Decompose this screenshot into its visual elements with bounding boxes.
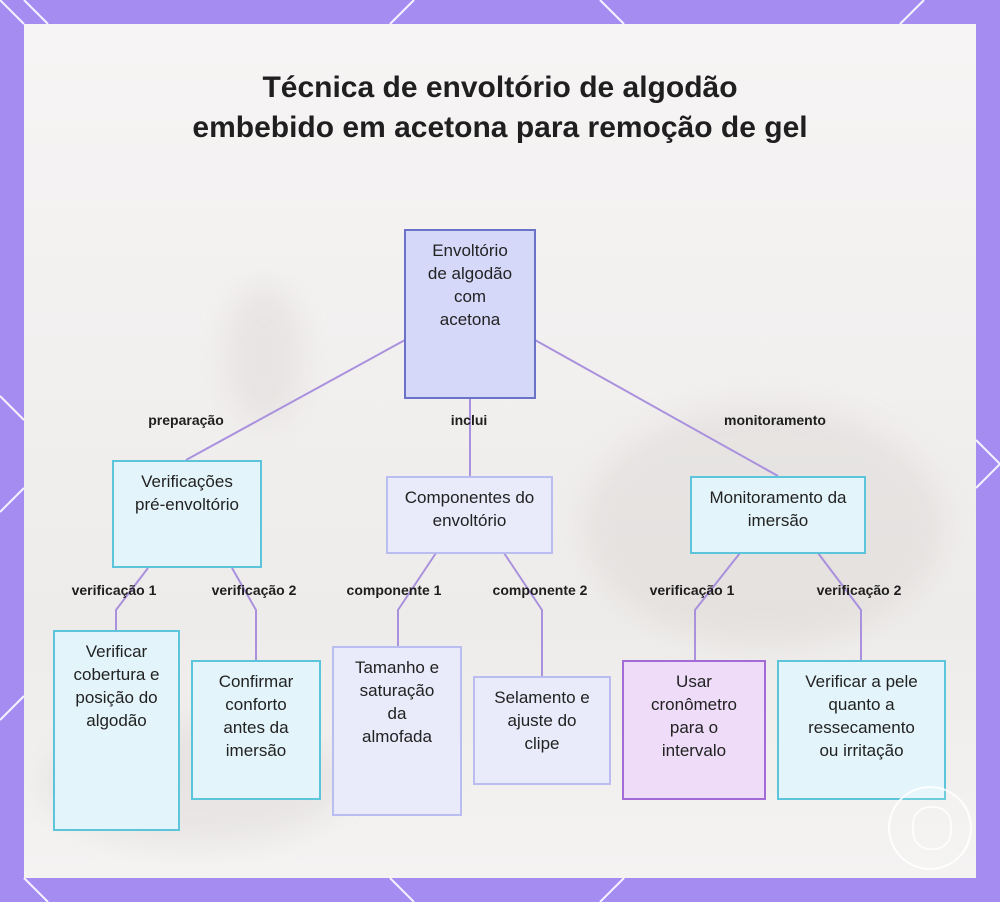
edge-comp-1 — [397, 552, 437, 646]
node-monitoring-label: Monitoramento da imersão — [709, 488, 847, 530]
watermark-badge — [888, 786, 972, 870]
edge-label-comp-1: componente 1 — [346, 582, 442, 598]
edge-comp-2 — [503, 552, 543, 676]
edge-root-pre — [185, 339, 406, 461]
edge-label-preparacao: preparação — [148, 412, 224, 428]
node-check-comfort[interactable]: Confirmar conforto antes da imersão — [191, 660, 321, 800]
edge-pre-v2 — [231, 567, 257, 660]
edge-label-mon-v1: verificação 1 — [649, 582, 735, 598]
node-seal-clip-label: Selamento e ajuste do clipe — [494, 688, 590, 753]
edge-label-pre-v1: verificação 1 — [71, 582, 157, 598]
node-components[interactable]: Componentes do envoltório — [386, 476, 553, 554]
node-check-coverage-label: Verificar cobertura e posição do algodão — [73, 642, 160, 730]
edge-label-comp-2: componente 2 — [492, 582, 588, 598]
edge-label-monitoramento: monitoramento — [724, 412, 826, 428]
diagram-title: Técnica de envoltório de algodão embebid… — [192, 71, 808, 144]
edge-mon-v2 — [817, 552, 862, 660]
node-seal-clip[interactable]: Selamento e ajuste do clipe — [473, 676, 611, 785]
edge-mon-v1 — [694, 552, 741, 660]
node-check-coverage[interactable]: Verificar cobertura e posição do algodão — [53, 630, 180, 831]
node-check-skin-label: Verificar a pele quanto a ressecamento o… — [805, 672, 918, 760]
edge-label-mon-v2: verificação 2 — [816, 582, 902, 598]
edge-label-inclui: inclui — [450, 412, 488, 428]
node-root-label: Envoltório de algodão com acetona — [427, 241, 513, 329]
node-pre-checks[interactable]: Verificações pré-envoltório — [112, 460, 262, 568]
node-use-timer-label: Usar cronômetro para o intervalo — [651, 672, 737, 760]
node-use-timer[interactable]: Usar cronômetro para o intervalo — [622, 660, 766, 800]
watermark-icon — [912, 806, 952, 850]
node-root[interactable]: Envoltório de algodão com acetona — [404, 229, 536, 399]
edge-root-monitoring — [534, 339, 779, 477]
node-pad-size[interactable]: Tamanho e saturação da almofada — [332, 646, 462, 816]
edge-pre-v1 — [115, 567, 149, 630]
node-components-label: Componentes do envoltório — [404, 488, 535, 530]
edge-label-pre-v2: verificação 2 — [211, 582, 297, 598]
node-monitoring[interactable]: Monitoramento da imersão — [690, 476, 866, 554]
node-check-skin[interactable]: Verificar a pele quanto a ressecamento o… — [777, 660, 946, 800]
node-check-comfort-label: Confirmar conforto antes da imersão — [218, 672, 294, 760]
background-blur-shape — [224, 284, 304, 424]
node-pre-checks-label: Verificações pré-envoltório — [135, 472, 239, 514]
node-pad-size-label: Tamanho e saturação da almofada — [354, 658, 440, 746]
